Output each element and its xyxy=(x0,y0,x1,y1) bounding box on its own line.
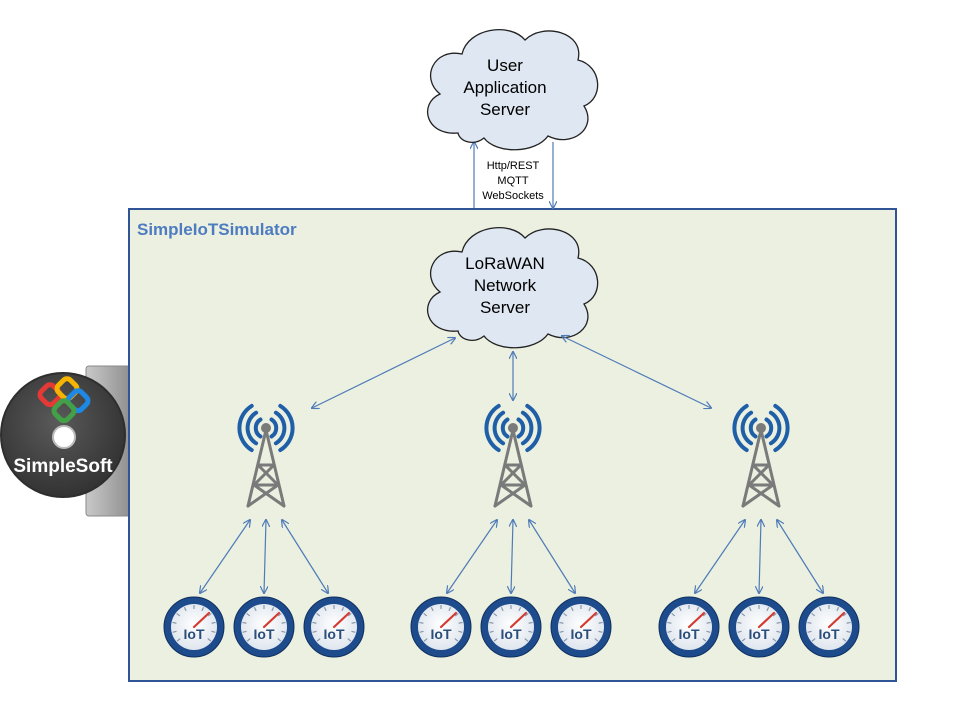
cloud-text: User xyxy=(487,56,523,75)
signal-waves-icon xyxy=(237,403,295,453)
signal-waves-icon xyxy=(732,403,790,453)
protocol-label: Http/REST xyxy=(487,160,540,172)
signal-waves-icon xyxy=(484,403,542,453)
gateway-device-link xyxy=(447,520,497,593)
network-gateway-link xyxy=(562,336,711,408)
protocol-label: WebSockets xyxy=(482,190,544,202)
network-gateway-link xyxy=(312,338,455,408)
iot-gauge-icon: IoT xyxy=(658,596,720,658)
cloud-text: Server xyxy=(480,100,530,119)
antenna-tower-icon xyxy=(493,423,533,508)
iot-gauge-icon: IoT xyxy=(480,596,542,658)
antenna-tower-icon xyxy=(741,423,781,508)
protocol-label: MQTT xyxy=(497,175,528,187)
gateway: IoT IoT IoT xyxy=(658,403,860,658)
iot-label: IoT xyxy=(501,626,522,642)
gateway-device-link xyxy=(777,520,823,593)
gateway: IoT IoT IoT xyxy=(163,403,365,658)
iot-label: IoT xyxy=(571,626,592,642)
gateway-device-link xyxy=(759,520,761,593)
iot-gauge-icon: IoT xyxy=(233,596,295,658)
cloud-text: Application xyxy=(463,78,546,97)
simulator-title: SimpleIoTSimulator xyxy=(137,220,297,239)
cloud-text: Server xyxy=(480,298,530,317)
gateway-device-link xyxy=(511,520,513,593)
gateway-device-link xyxy=(264,520,266,593)
iot-gauge-icon: IoT xyxy=(798,596,860,658)
gateway-device-link xyxy=(282,520,328,593)
iot-gauge-icon: IoT xyxy=(163,596,225,658)
iot-label: IoT xyxy=(679,626,700,642)
antenna-tower-icon xyxy=(246,423,286,508)
logo-brand-text: SimpleSoft xyxy=(13,456,113,477)
cloud-text: Network xyxy=(474,276,537,295)
iot-label: IoT xyxy=(431,626,452,642)
gateway-device-link xyxy=(529,520,575,593)
iot-gauge-icon: IoT xyxy=(550,596,612,658)
iot-gauge-icon: IoT xyxy=(410,596,472,658)
simplesoft-logo-icon: SimpleSoft xyxy=(0,372,126,498)
iot-gauge-icon: IoT xyxy=(728,596,790,658)
cloud-text: LoRaWAN xyxy=(465,254,545,273)
iot-label: IoT xyxy=(324,626,345,642)
user-application-server-cloud: User Application Server xyxy=(426,29,599,151)
gateway: IoT IoT IoT xyxy=(410,403,612,658)
protocol-labels: Http/REST MQTT WebSockets xyxy=(482,160,544,202)
iot-label: IoT xyxy=(254,626,275,642)
gateway-device-link xyxy=(695,520,745,593)
iot-label: IoT xyxy=(749,626,770,642)
gateway-device-link xyxy=(200,520,250,593)
iot-gauge-icon: IoT xyxy=(303,596,365,658)
lorawan-network-server-cloud: LoRaWAN Network Server xyxy=(426,227,599,349)
iot-label: IoT xyxy=(819,626,840,642)
iot-label: IoT xyxy=(184,626,205,642)
